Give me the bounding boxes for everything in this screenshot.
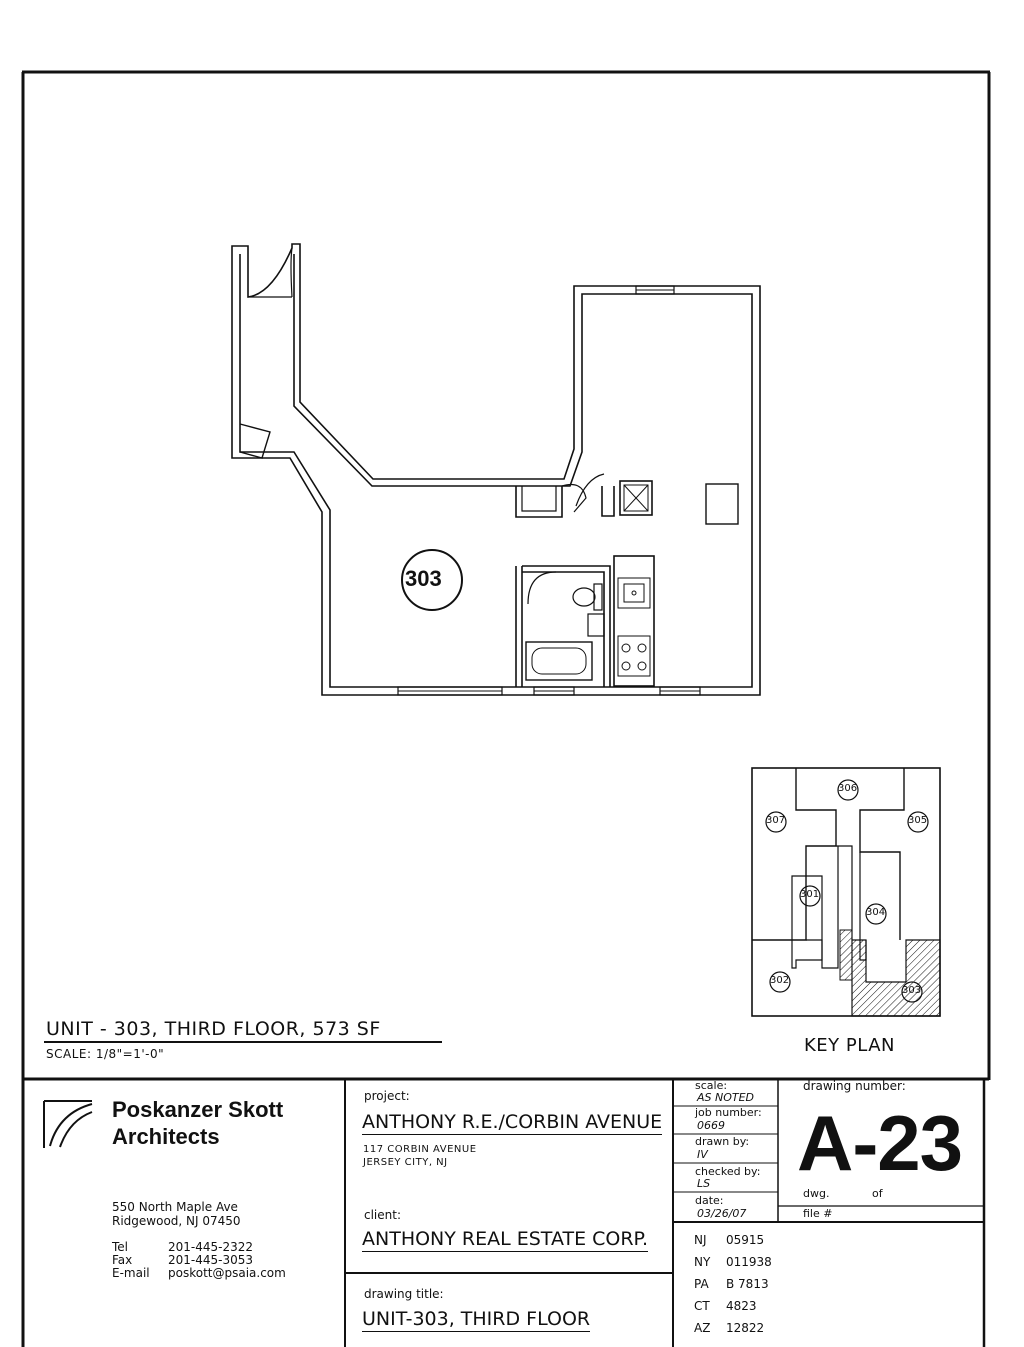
drawn-by-value: IV: [697, 1148, 708, 1161]
unit-scale: SCALE: 1/8"=1'-0": [46, 1047, 165, 1061]
project-address-line2: JERSEY CITY, NJ: [363, 1157, 448, 1168]
firm-tel-label: Tel: [112, 1240, 129, 1254]
firm-name-line1: Poskanzer Skott: [112, 1097, 284, 1122]
project-label: project:: [364, 1089, 410, 1103]
date-label: date:: [695, 1194, 724, 1207]
license-state: NJ: [694, 1233, 707, 1247]
checked-by-label: checked by:: [695, 1165, 761, 1178]
checked-by-value: LS: [697, 1177, 711, 1190]
dwg-label: dwg.: [803, 1187, 830, 1200]
key-plan-unit-302: 302: [770, 975, 790, 986]
license-state: PA: [694, 1277, 709, 1291]
firm-fax: 201-445-3053: [168, 1253, 254, 1267]
drawn-by-label: drawn by:: [695, 1135, 750, 1148]
key-plan-unit-301: 301: [800, 889, 820, 900]
license-number: 12822: [726, 1321, 765, 1335]
firm-name-line2: Architects: [112, 1124, 220, 1149]
drawing-title-value: UNIT-303, THIRD FLOOR: [362, 1308, 591, 1332]
title-block-lines: [344, 1080, 984, 1347]
license-state: AZ: [694, 1321, 711, 1335]
drawing-number-label: drawing number:: [803, 1079, 906, 1093]
of-label: of: [872, 1187, 883, 1200]
key-plan-unit-303: 303: [902, 985, 922, 996]
license-state: NY: [694, 1255, 711, 1269]
key-plan-unit-305: 305: [908, 815, 928, 826]
floor-plan: [231, 243, 761, 696]
firm-address-line1: 550 North Maple Ave: [112, 1200, 238, 1214]
sheet-border: [21, 70, 991, 1347]
firm-fax-label: Fax: [112, 1253, 133, 1267]
date-value: 03/26/07: [697, 1207, 747, 1220]
key-plan-unit-304: 304: [866, 907, 886, 918]
license-state: CT: [694, 1299, 710, 1313]
firm-email-label: E-mail: [112, 1266, 150, 1280]
license-number: 4823: [726, 1299, 757, 1313]
firm-address-line2: Ridgewood, NJ 07450: [112, 1214, 241, 1228]
drawing-title-label: drawing title:: [364, 1287, 444, 1301]
firm-tel: 201-445-2322: [168, 1240, 254, 1254]
license-number: B 7813: [726, 1277, 769, 1291]
license-number: 011938: [726, 1255, 772, 1269]
job-number-label: job number:: [695, 1106, 762, 1119]
key-plan-label: KEY PLAN: [804, 1035, 895, 1056]
key-plan: [751, 767, 941, 1017]
firm-logo-icon: [43, 1100, 93, 1148]
key-plan-unit-307: 307: [766, 815, 786, 826]
scale-label: scale:: [695, 1079, 728, 1092]
license-number: 05915: [726, 1233, 765, 1247]
drawing-number-value: A-23: [797, 1099, 963, 1187]
project-address-line1: 117 CORBIN AVENUE: [363, 1144, 477, 1155]
unit-title: UNIT - 303, THIRD FLOOR, 573 SF: [46, 1018, 381, 1040]
project-name: ANTHONY R.E./CORBIN AVENUE: [362, 1111, 663, 1135]
client-label: client:: [364, 1208, 402, 1222]
file-number-label: file #: [803, 1207, 833, 1220]
job-number-value: 0669: [697, 1119, 725, 1132]
client-name: ANTHONY REAL ESTATE CORP.: [362, 1228, 649, 1252]
firm-email: poskott@psaia.com: [168, 1266, 286, 1280]
scale-value: AS NOTED: [697, 1091, 755, 1104]
unit-number-label: 303: [405, 566, 442, 591]
key-plan-unit-306: 306: [838, 783, 858, 794]
